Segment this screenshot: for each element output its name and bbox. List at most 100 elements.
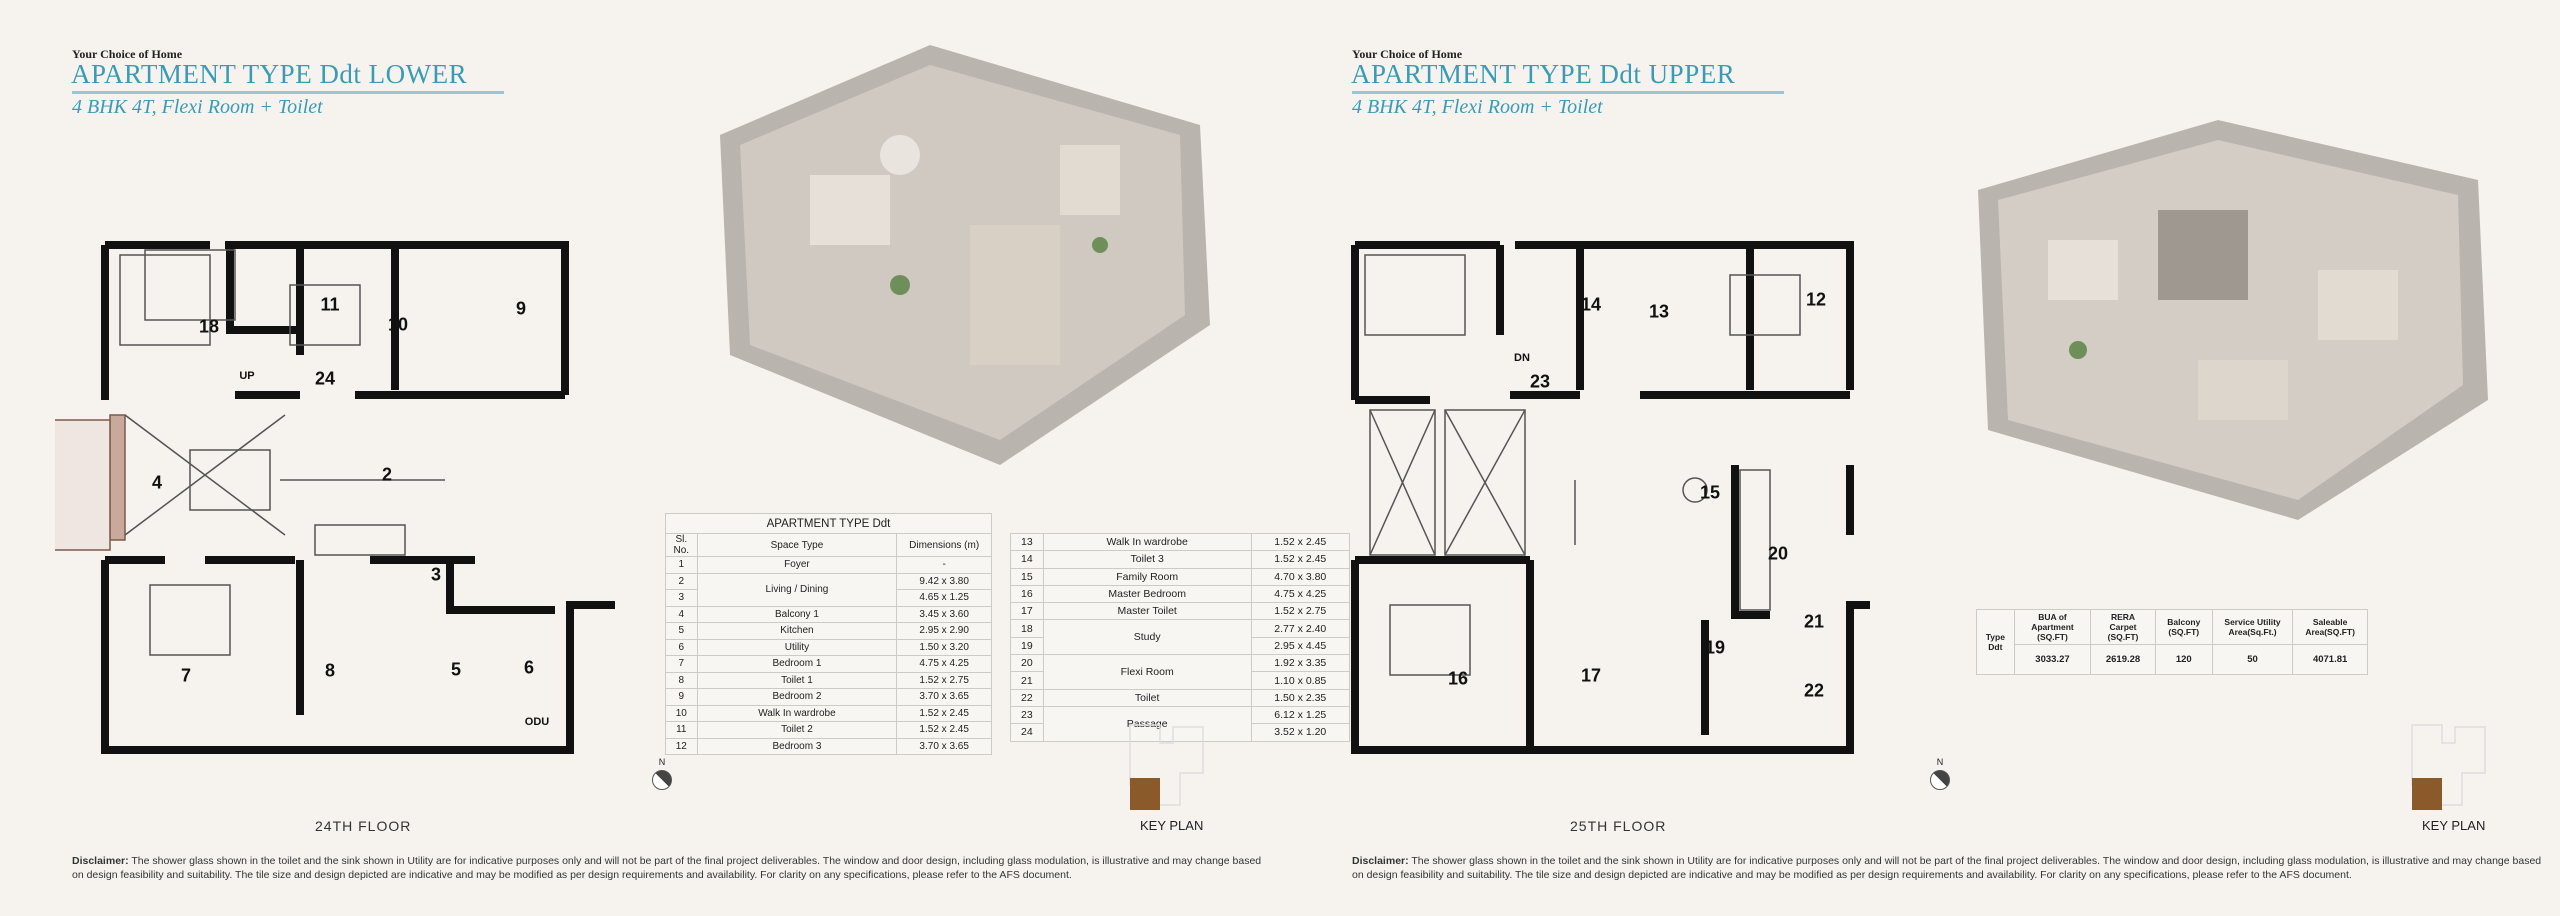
compass-icon bbox=[652, 770, 672, 790]
3d-render-lower bbox=[720, 45, 1210, 465]
room-label: 11 bbox=[320, 294, 340, 315]
title-rule-right bbox=[1352, 91, 1784, 94]
space-type: Toilet bbox=[1042, 688, 1252, 707]
row-number: 5 bbox=[665, 622, 698, 640]
dimensions: 2.95 x 4.45 bbox=[1250, 636, 1351, 656]
disclaimer-left: Disclaimer: The shower glass shown in th… bbox=[72, 855, 1262, 881]
room-label: 12 bbox=[1805, 289, 1827, 310]
room-label: 2 bbox=[381, 464, 393, 485]
room-label: 21 bbox=[1803, 611, 1825, 632]
dimensions: 6.12 x 1.25 bbox=[1250, 705, 1351, 725]
row-number: 3 bbox=[665, 589, 698, 607]
floor-plan-25th bbox=[1351, 241, 1870, 754]
area-table: Type Ddt BUA of Apartment (SQ.FT) RERA C… bbox=[1976, 609, 2368, 675]
row-number: 21 bbox=[1010, 671, 1044, 690]
kicker-left: Your Choice of Home bbox=[72, 47, 183, 61]
space-type: Toilet 2 bbox=[696, 721, 898, 739]
room-label: 13 bbox=[1648, 301, 1670, 322]
room-label: 4 bbox=[151, 472, 163, 493]
title-rule-left bbox=[72, 91, 504, 94]
room-label: ODU bbox=[524, 716, 550, 728]
room-label: 22 bbox=[1803, 680, 1825, 701]
row-number: 19 bbox=[1010, 636, 1044, 656]
row-number: 1 bbox=[665, 556, 698, 574]
3d-render-upper bbox=[1978, 120, 2488, 520]
service-utility-value: 50 bbox=[2211, 644, 2294, 675]
disclaimer-right: Disclaimer: The shower glass shown in th… bbox=[1352, 855, 2542, 881]
space-type: Toilet 3 bbox=[1042, 550, 1252, 569]
row-number: 23 bbox=[1010, 705, 1044, 725]
col-header: RERA Carpet (SQ.FT) bbox=[2090, 609, 2156, 645]
row-number: 24 bbox=[1010, 723, 1044, 742]
room-label: 20 bbox=[1767, 543, 1789, 564]
col-header: Balcony (SQ.FT) bbox=[2154, 609, 2213, 645]
room-label: 16 bbox=[1447, 668, 1469, 689]
space-type: Study bbox=[1042, 619, 1252, 656]
floor-label-right: 25TH FLOOR bbox=[1570, 818, 1667, 834]
subtitle-right: 4 BHK 4T, Flexi Room + Toilet bbox=[1352, 96, 1603, 118]
room-label: 10 bbox=[387, 314, 409, 335]
room-label: 14 bbox=[1580, 294, 1602, 315]
room-label: 23 bbox=[1529, 371, 1551, 392]
space-type: Family Room bbox=[1042, 567, 1252, 586]
col-header: Space Type bbox=[696, 533, 898, 557]
space-type: Balcony 1 bbox=[696, 605, 898, 623]
space-type: Kitchen bbox=[696, 622, 898, 640]
dimensions: 3.70 x 3.65 bbox=[896, 688, 992, 706]
col-header: Service Utility Area(Sq.Ft.) bbox=[2211, 609, 2294, 645]
balcony-value: 120 bbox=[2154, 644, 2213, 675]
north-arrow-left: N bbox=[650, 757, 674, 807]
space-type: Foyer bbox=[696, 556, 898, 574]
dimensions: 1.52 x 2.75 bbox=[896, 671, 992, 689]
row-number: 12 bbox=[665, 737, 698, 755]
room-label: 3 bbox=[430, 564, 442, 585]
saleable-value: 4071.81 bbox=[2292, 644, 2368, 675]
dimensions: 4.75 x 4.25 bbox=[1250, 584, 1351, 604]
north-arrow-right: N bbox=[1928, 757, 1952, 807]
dimensions: 1.52 x 2.45 bbox=[1250, 532, 1351, 552]
room-label: 9 bbox=[515, 298, 527, 319]
room-label: 24 bbox=[314, 368, 336, 389]
room-label: DN bbox=[1514, 352, 1530, 364]
col-header: Dimensions (m) bbox=[896, 533, 992, 557]
floor-label-left: 24TH FLOOR bbox=[315, 818, 412, 834]
space-type: Walk In wardrobe bbox=[1042, 532, 1252, 552]
row-number: 6 bbox=[665, 638, 698, 656]
space-type: Bedroom 2 bbox=[696, 688, 898, 706]
floor-plan-24th bbox=[55, 241, 615, 754]
row-number: 13 bbox=[1010, 532, 1044, 552]
dimensions: 1.52 x 2.45 bbox=[1250, 550, 1351, 569]
row-number: 7 bbox=[665, 655, 698, 673]
space-type: Utility bbox=[696, 638, 898, 656]
row-number: 2 bbox=[665, 572, 698, 590]
col-header: Sl. No. bbox=[665, 533, 698, 557]
key-plan-right bbox=[2411, 724, 2486, 810]
room-label: 7 bbox=[180, 665, 192, 686]
col-header: Saleable Area(SQ.FT) bbox=[2292, 609, 2368, 645]
room-label: 15 bbox=[1699, 482, 1721, 503]
compass-icon bbox=[1930, 770, 1950, 790]
space-type: Toilet 1 bbox=[696, 671, 898, 689]
row-number: 17 bbox=[1010, 602, 1044, 621]
dimensions: 1.50 x 2.35 bbox=[1250, 688, 1351, 707]
key-plan-left bbox=[1129, 724, 1204, 810]
row-number: 14 bbox=[1010, 550, 1044, 569]
